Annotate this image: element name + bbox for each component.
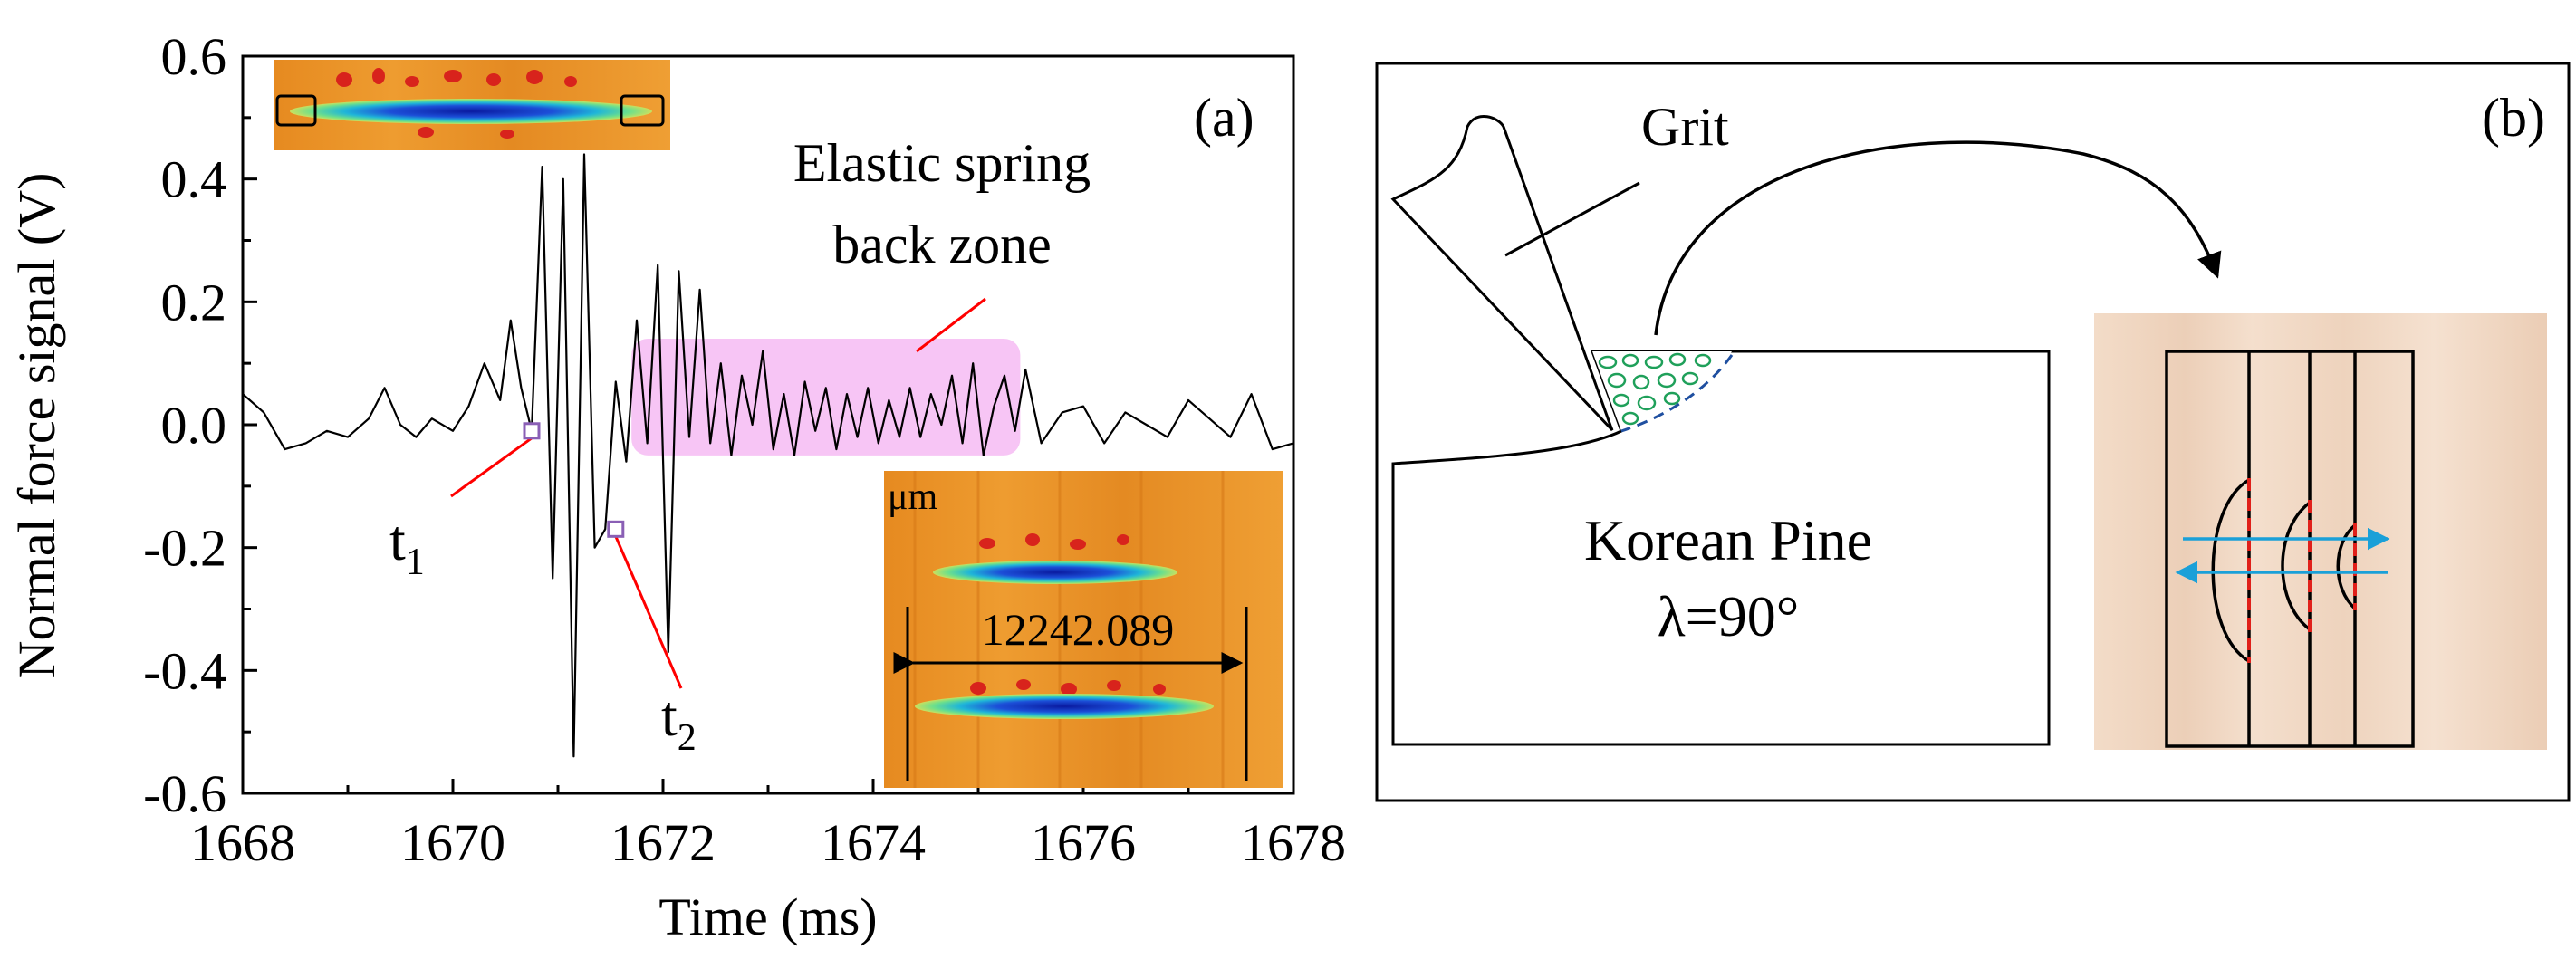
zone-callout-line [916, 297, 986, 353]
y-tick-label: -0.2 [143, 519, 226, 578]
y-axis-label: Normal force signal (V) [7, 173, 66, 679]
x-tick-label: 1676 [1031, 813, 1136, 872]
y-tick-label: -0.6 [143, 764, 226, 823]
panel-a-label: (a) [1194, 88, 1254, 148]
t1-label: t1 [389, 508, 425, 583]
plot-frame [241, 54, 1295, 795]
t2-label-main: t [661, 684, 678, 748]
signal-series-line [242, 153, 1294, 758]
curved-arrow [1654, 140, 2222, 336]
panel-a: 1668 1670 1672 1674 1676 1678 -0.6 -0.4 -0.2 0.0… [7, 27, 1346, 946]
y-tick-label: 0.2 [161, 273, 227, 331]
y-tick-labels: -0.6 -0.4 -0.2 0.0 0.2 0.4 0.6 [143, 27, 226, 823]
x-tick-label: 1678 [1241, 813, 1346, 872]
t1-label-sub: 1 [406, 542, 425, 583]
x-tick-label: 1670 [400, 813, 505, 872]
material-label: Korean Pine [1584, 508, 1872, 572]
x-tick-label: 1668 [190, 813, 295, 872]
zone-label-line2: back zone [832, 215, 1052, 274]
x-tick-label: 1672 [610, 813, 716, 872]
panel-b: (b) Grit Korean Pine λ=90° [1375, 62, 2571, 802]
y-tick-label: -0.4 [143, 641, 226, 700]
t2-marker [607, 520, 625, 538]
inset-dimension-label: 12242.089 [982, 604, 1175, 655]
t1-callout-line [450, 437, 533, 498]
chip-zone [1592, 351, 1732, 431]
heatmap-inset-top [274, 60, 670, 150]
zone-label-line1: Elastic spring [793, 133, 1091, 193]
angle-label: λ=90° [1658, 584, 1800, 648]
heatmap-inset-bottom: μm 12242.089 [884, 471, 1283, 788]
grit-shape [1390, 115, 1614, 432]
t1-marker [523, 422, 541, 440]
y-tick-label: 0.6 [161, 27, 227, 86]
x-tick-labels: 1668 1670 1672 1674 1676 1678 [190, 813, 1346, 872]
inset-unit-label: μm [888, 476, 938, 518]
t2-callout-line [614, 535, 683, 689]
green-chips [1598, 352, 1712, 426]
grit-leader-line [1504, 181, 1640, 257]
x-tick-label: 1674 [821, 813, 926, 872]
wood-inset [2094, 313, 2547, 750]
grit-label: Grit [1641, 97, 1729, 157]
t2-label: t2 [661, 684, 697, 759]
t2-label-sub: 2 [678, 717, 697, 759]
y-tick-label: 0.0 [161, 396, 227, 455]
panel-b-label: (b) [2482, 88, 2545, 148]
y-tick-label: 0.4 [161, 150, 227, 209]
t1-label-main: t [389, 508, 406, 572]
x-axis-label: Time (ms) [658, 887, 877, 946]
